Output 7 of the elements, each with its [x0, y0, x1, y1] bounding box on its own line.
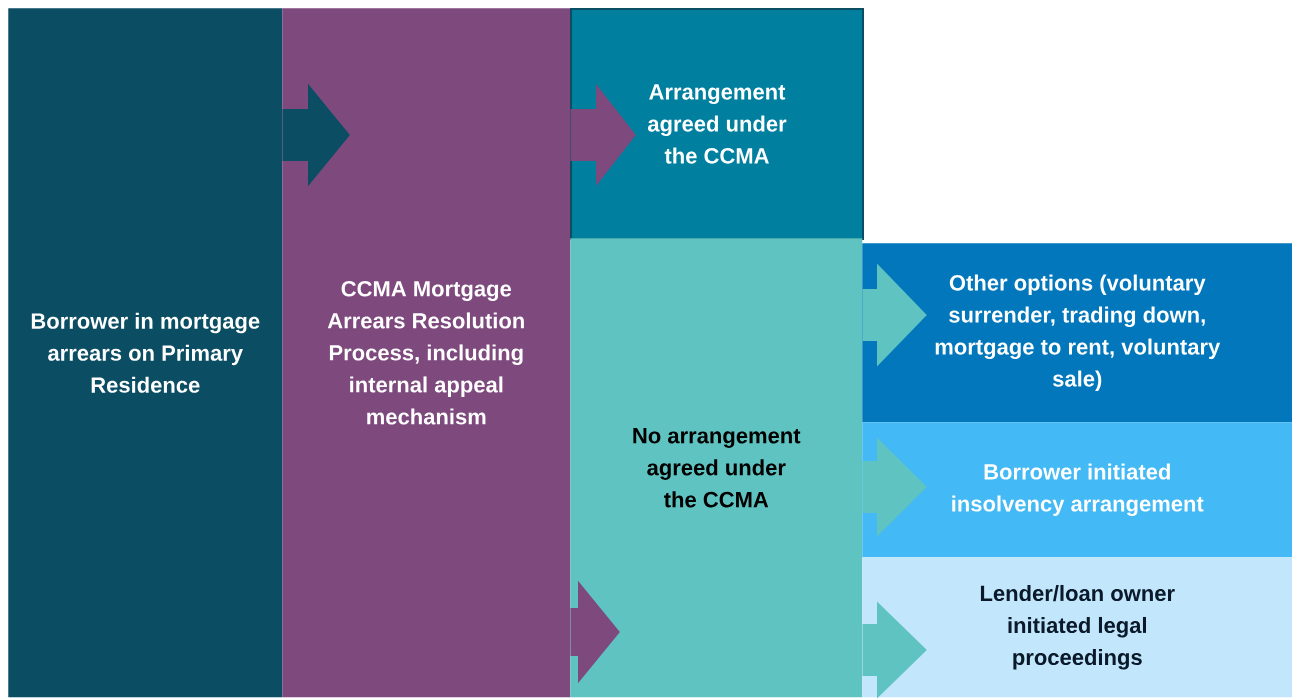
outcome-box: Arrangement agreed under the CCMA [570, 8, 864, 240]
process-column: Borrower in mortgage arrears on Primary Residence [8, 8, 283, 698]
outcome-box: Lender/loan owner initiated legal proceedings [862, 557, 1292, 698]
outcome-box: Other options (voluntary surrender, trading down, mortgage to rent, voluntary sale) [862, 243, 1292, 423]
process-column: No arrangement agreed under the CCMA [570, 238, 863, 698]
process-column: CCMA Mortgage Arrears Resolution Process, including internal appeal mechanism [282, 8, 571, 698]
outcome-box: Borrower initiated insolvency arrangement [862, 422, 1292, 558]
